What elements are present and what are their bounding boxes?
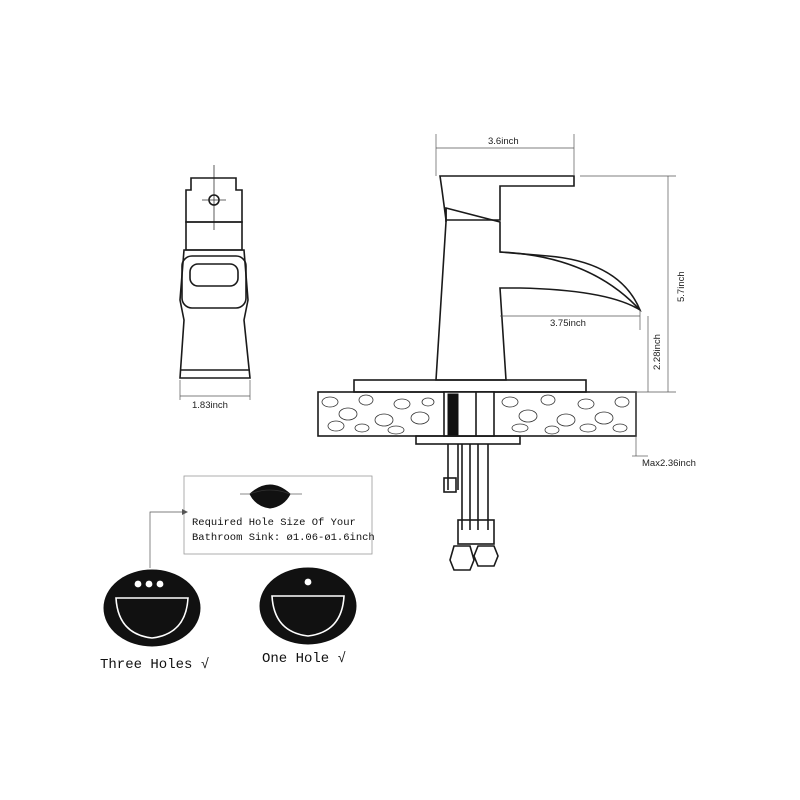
three-holes-label: Three Holes √ [100, 657, 209, 673]
spout-width-label: 3.6inch [488, 136, 519, 147]
one-hole-label: One Hole √ [262, 651, 346, 667]
spout-height-label: 2.28inch [652, 334, 663, 370]
note-line-2: Bathroom Sink: ø1.06-ø1.6inch [192, 532, 375, 544]
sink-three-holes: Three Holes √ [100, 569, 209, 673]
max-deck-label: Max2.36inch [642, 458, 696, 469]
hole-size-note: Required Hole Size Of Your Bathroom Sink… [149, 475, 375, 568]
sink-one-hole: One Hole √ [259, 567, 357, 667]
spout-reach-label: 3.75inch [550, 318, 586, 329]
faucet-front-view: 3.6inch 5.7inch 3.75inch 2.28inch Max2.3… [317, 134, 696, 571]
faucet-side-view: 1.83inch [179, 165, 251, 411]
total-height-label: 5.7inch [676, 271, 687, 302]
note-line-1: Required Hole Size Of Your [192, 517, 356, 529]
base-width-label: 1.83inch [192, 400, 228, 411]
